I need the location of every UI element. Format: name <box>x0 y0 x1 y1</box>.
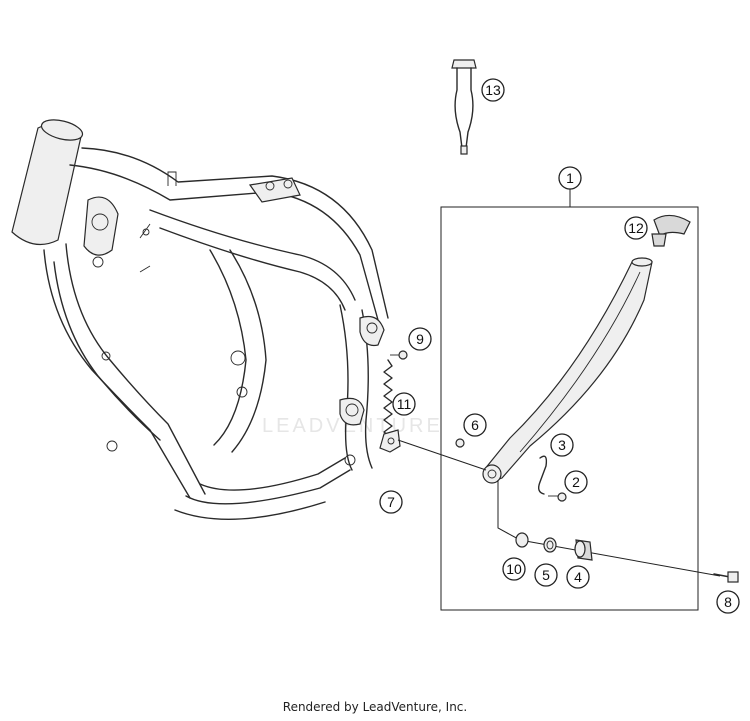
side-stand <box>482 257 653 484</box>
callout-10[interactable]: 10 <box>502 557 526 581</box>
callout-13[interactable]: 13 <box>481 78 505 102</box>
frame-assembly <box>11 119 389 520</box>
part-2-bolt <box>548 492 567 502</box>
svg-text:3: 3 <box>558 437 566 453</box>
svg-text:8: 8 <box>724 594 732 610</box>
part-11-spring <box>383 359 393 447</box>
svg-text:10: 10 <box>506 561 522 577</box>
svg-text:13: 13 <box>485 82 501 98</box>
footer-credit: Rendered by LeadVenture, Inc. <box>282 700 468 714</box>
part-9-screw <box>390 350 408 360</box>
svg-text:4: 4 <box>574 569 582 585</box>
part-3-hook <box>537 455 548 495</box>
svg-text:1: 1 <box>566 170 574 186</box>
callout-5[interactable]: 5 <box>534 563 558 587</box>
callout-9[interactable]: 9 <box>408 327 432 351</box>
callout-2[interactable]: 2 <box>564 470 588 494</box>
svg-text:12: 12 <box>628 220 644 236</box>
callout-4[interactable]: 4 <box>566 565 590 589</box>
callout-6[interactable]: 6 <box>463 413 487 437</box>
part-10-washer <box>515 532 529 548</box>
callout-11[interactable]: 11 <box>392 392 416 416</box>
part-5-washer <box>543 537 557 553</box>
svg-text:9: 9 <box>416 331 424 347</box>
assembly-line-7 <box>397 439 487 471</box>
svg-text:7: 7 <box>387 494 395 510</box>
callout-7[interactable]: 7 <box>379 490 403 514</box>
part-13-tool <box>451 59 477 155</box>
svg-text:5: 5 <box>542 567 550 583</box>
callout-3[interactable]: 3 <box>550 433 574 457</box>
callout-8[interactable]: 8 <box>716 590 740 614</box>
part-12-foot <box>651 214 691 247</box>
part-7-bracket <box>379 429 401 453</box>
svg-text:11: 11 <box>397 396 412 412</box>
part-4-bushing <box>574 539 593 561</box>
assembly-line-8 <box>497 480 721 577</box>
svg-text:6: 6 <box>471 417 479 433</box>
callout-12[interactable]: 12 <box>624 216 648 240</box>
part-8-bolt <box>713 571 739 583</box>
svg-text:2: 2 <box>572 474 580 490</box>
callout-1[interactable]: 1 <box>558 166 582 190</box>
part-6-nut <box>455 438 465 448</box>
